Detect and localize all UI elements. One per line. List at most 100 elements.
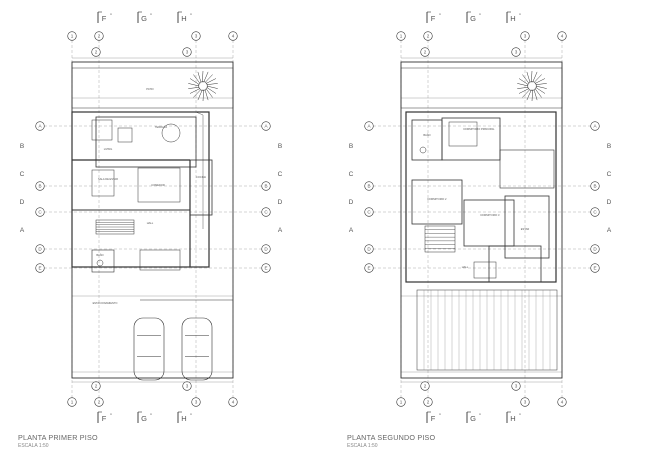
grid-bubble-left-A-circle — [364, 121, 374, 131]
room-label-5: SALA DE ESTAR — [98, 177, 118, 181]
building-outline — [71, 111, 210, 268]
site-boundary — [400, 61, 563, 379]
grid-bubble-bottom-4-label: 4 — [232, 400, 235, 405]
grid-bubble-right-B-label: B — [264, 184, 267, 189]
grid-bubble-right-E-circle — [261, 263, 271, 273]
side-marker-right-A: A — [278, 227, 283, 234]
tree-top-branch — [535, 83, 547, 85]
side-marker-right-D: D — [607, 199, 612, 206]
grid-bubble-bottom-4-circle — [557, 397, 567, 407]
grid-bubble-top-1-circle — [67, 31, 77, 41]
desk — [473, 261, 497, 279]
grid-bubble-right-A-label: A — [264, 124, 268, 129]
section-flag-bottom-H-label: H — [510, 414, 515, 423]
grid-bubble-right-D-circle — [590, 244, 600, 254]
stairs-second-outline — [424, 225, 456, 253]
room-label-0: PATIO — [146, 87, 153, 91]
tree-top-branch — [531, 89, 533, 102]
grid-bubble-right-B-circle — [590, 181, 600, 191]
grid-bubble-right-D-label: D — [593, 247, 597, 252]
side-marker-left-D: D — [349, 199, 354, 206]
grid-bubble-right-C-label: C — [264, 210, 268, 215]
bed-master — [448, 121, 478, 147]
grid-bubble-left-C-label: C — [367, 210, 371, 215]
room-label-5: HALL — [462, 265, 469, 269]
section-flag-top-G-ref: A — [479, 13, 481, 16]
grid-bubble-left-B-label: B — [38, 184, 41, 189]
living-sofa — [91, 169, 115, 197]
grid-bubble-right-A-circle — [590, 121, 600, 131]
grid-bubble-top-2-circle — [423, 31, 433, 41]
terrace-table — [161, 123, 181, 143]
tree-top-branch — [205, 78, 217, 84]
grid-bubble-secondary-bottom-2-label: 2 — [95, 384, 98, 389]
section-flag-top-F-ref: A — [110, 13, 112, 16]
car-right — [181, 317, 213, 381]
grid-bubble-bottom-2: 2 — [423, 397, 433, 407]
grid-bubble-secondary-top-2-label: 2 — [424, 50, 427, 55]
grid-bubble-secondary-top-2: 2 — [91, 47, 101, 57]
side-marker-right-B: B — [278, 143, 282, 150]
grid-bubble-bottom-1: 1 — [396, 397, 406, 407]
room-label-2: COCINA — [196, 175, 206, 179]
side-marker-left-C: C — [20, 171, 25, 178]
tree-top-branch — [522, 89, 531, 98]
grid-bubble-secondary-bottom-3-label: 3 — [186, 384, 189, 389]
grid-bubble-left-C-circle — [364, 207, 374, 217]
tree-top-branch — [518, 88, 530, 94]
car-right-body — [181, 317, 213, 381]
grid-bubble-secondary-top-3-circle — [511, 47, 521, 57]
grid-bubble-right-B-label: B — [593, 184, 596, 189]
grid-bubble-secondary-bottom-3-circle — [182, 381, 192, 391]
tree-top-branch — [205, 88, 213, 98]
grid-bubble-secondary-top-3-circle — [182, 47, 192, 57]
bathroom-first — [91, 249, 115, 273]
grid-bubble-left-D-label: D — [367, 247, 371, 252]
grid-bubble-right-D: D — [590, 244, 600, 254]
grid-bubble-right-E: E — [261, 263, 271, 273]
grid-bubble-right-B: B — [590, 181, 600, 191]
tree-top — [517, 70, 547, 102]
grid-bubble-left-D: D — [35, 244, 45, 254]
grid-bubble-secondary-bottom-2: 2 — [91, 381, 101, 391]
grid-bubble-left-E: E — [364, 263, 374, 273]
dining-table — [137, 167, 181, 203]
toilet-first — [96, 259, 104, 267]
side-marker-right-A: A — [607, 227, 612, 234]
section-flag-top-F-label: F — [431, 14, 436, 23]
grid-bubble-left-D-circle — [35, 244, 45, 254]
section-flag-bottom-H-ref: A — [190, 413, 192, 416]
side-marker-right-C: C — [607, 171, 612, 178]
building-outline — [405, 111, 557, 283]
grid-bubble-top-3: 3 — [191, 31, 201, 41]
stairs-first — [95, 219, 135, 235]
grid-bubble-top-1: 1 — [67, 31, 77, 41]
tree-top-branch — [518, 78, 529, 85]
grid-bubble-top-3-circle — [191, 31, 201, 41]
grid-bubble-bottom-2-label: 2 — [98, 400, 101, 405]
grid-bubble-right-B: B — [261, 181, 271, 191]
section-flag-bottom-G-ref: A — [150, 413, 152, 416]
grid-bubble-left-A-circle — [35, 121, 45, 131]
grid-bubble-top-1-circle — [396, 31, 406, 41]
section-flag-top-H-label: H — [510, 14, 515, 23]
tree-top-branch — [535, 85, 547, 89]
room-label-4: LIVING — [104, 147, 113, 151]
grid-bubble-right-C-circle — [261, 207, 271, 217]
toilet-second — [419, 146, 427, 154]
grid-bubble-left-C: C — [364, 207, 374, 217]
tree-top-branch — [197, 89, 203, 101]
kitchen-room — [189, 159, 213, 216]
tree-top-branch — [204, 74, 213, 83]
grid-bubble-secondary-bottom-3-label: 3 — [515, 384, 518, 389]
tree-top-branch — [517, 83, 529, 87]
section-flag-bottom-G-label: G — [141, 414, 147, 423]
grid-bubble-right-D-label: D — [264, 247, 268, 252]
tree-top-branch — [202, 89, 204, 102]
grid-bubble-left-E-label: E — [367, 266, 370, 271]
